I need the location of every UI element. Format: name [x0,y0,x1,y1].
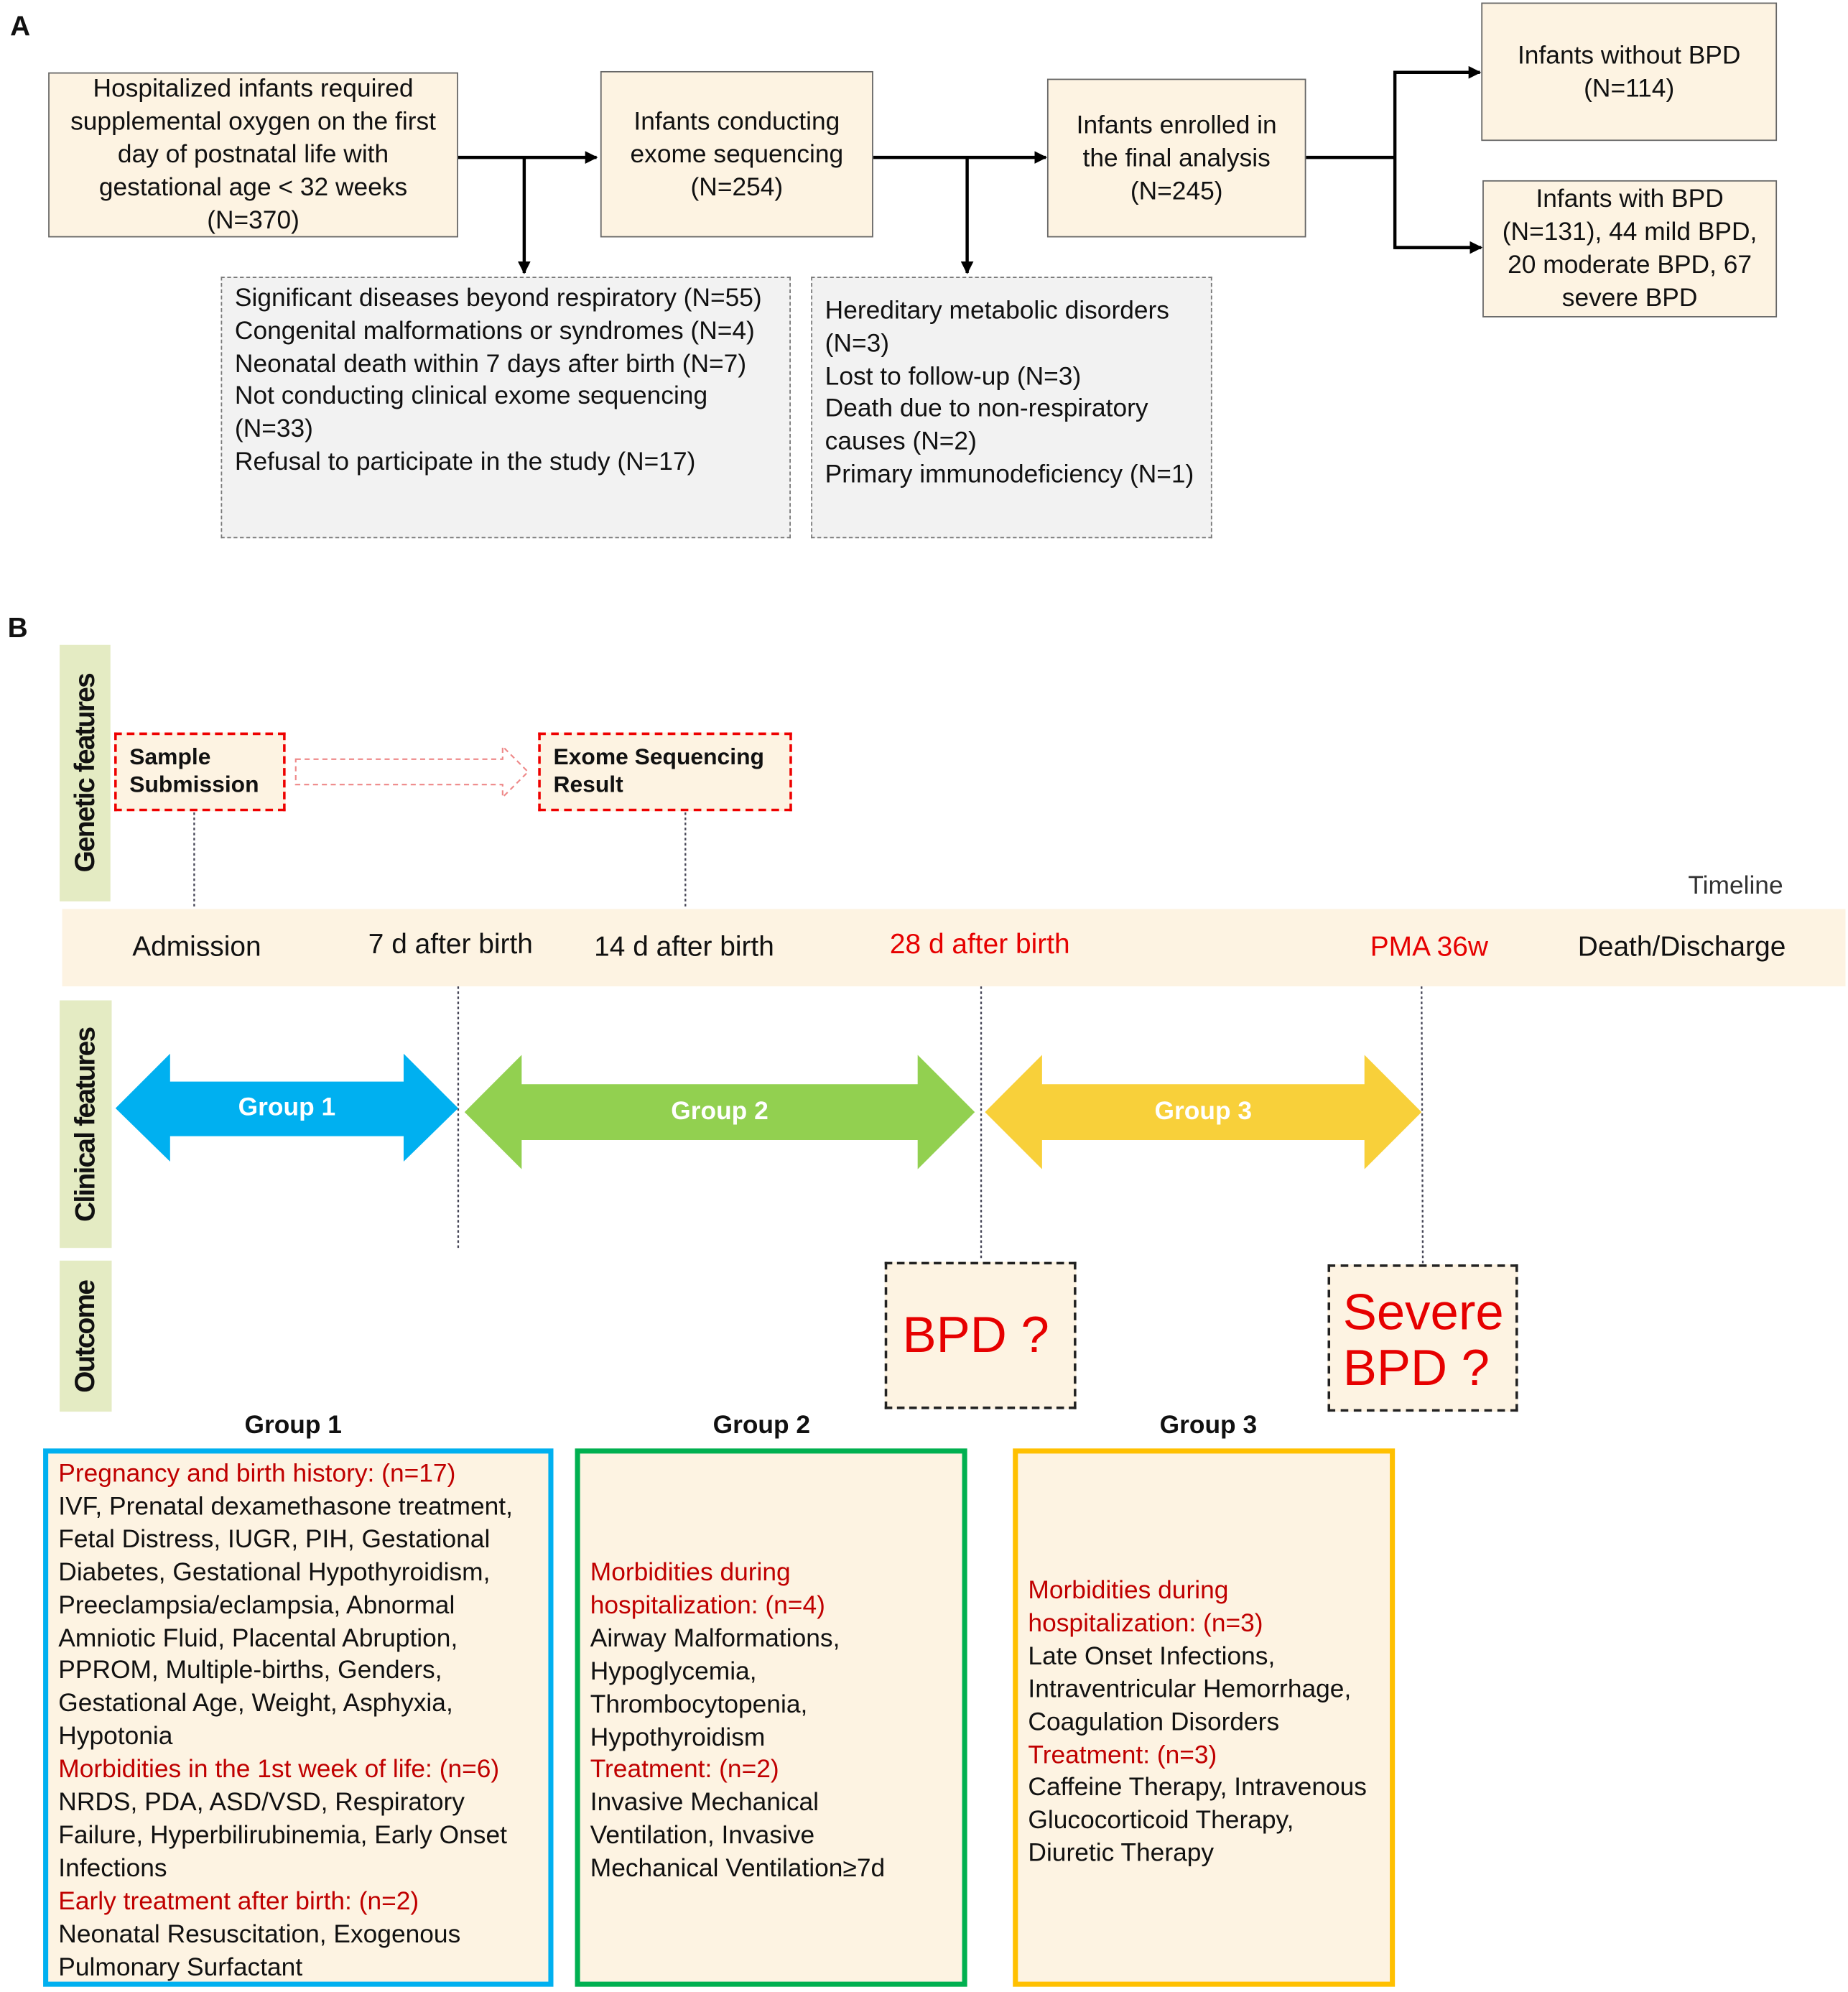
exclusion-item: Primary immunodeficiency (N=1) [825,460,1194,489]
flow-arrows [458,65,1483,274]
exclusion-item: Refusal to participate in the study (N=1… [234,448,696,476]
timeline-band [62,909,1846,987]
section-body: Neonatal Resuscitation, Exogenous Pulmon… [58,1920,461,1981]
group2-box: Morbidities during hospitalization: (n=4… [575,1448,967,1987]
section-heading: Treatment: (n=2) [590,1756,779,1784]
timeline-pma36w: PMA 36w [1370,930,1488,963]
side-label-text: Genetic features [68,674,101,873]
exclusion-box-2: Hereditary metabolic disorders (N=3) Los… [811,277,1212,539]
section-heading: Pregnancy and birth history: (n=17) [58,1460,456,1488]
group1-arrow-label: Group 1 [238,1093,336,1122]
outcome-severe-bpd-box: Severe BPD ? [1327,1264,1518,1412]
timeline-7d: 7 d after birth [368,927,533,960]
timeline-admission: Admission [132,930,261,963]
side-label-clinical: Clinical features [60,1000,112,1249]
section-heading: Early treatment after birth: (n=2) [58,1887,419,1916]
exclusion-box-1: Significant diseases beyond respiratory … [220,277,791,539]
exclusion-item: Significant diseases beyond respiratory … [234,284,762,312]
timeline-title: Timeline [1688,872,1783,900]
section-body: Airway Malformations, Hypoglycemia, Thro… [590,1624,840,1751]
box-hospitalized: Hospitalized infants required supplement… [48,72,458,238]
exclusion-item: Neonatal death within 7 days after birth… [234,350,747,378]
section-heading: Morbidities during hospitalization: (n=4… [590,1559,825,1620]
dotted-guides [193,812,1424,1264]
section-body: NRDS, PDA, ASD/VSD, Respiratory Failure,… [58,1789,507,1883]
sample-submission-box: Sample Submission [114,732,286,812]
group3-arrow-label: Group 3 [1154,1097,1253,1126]
side-label-genetic: Genetic features [60,644,111,902]
exclusion-item: Death due to non-respiratory causes (N=2… [825,395,1148,456]
box-enrolled: Infants enrolled in the final analysis (… [1046,78,1306,238]
side-label-outcome: Outcome [60,1260,112,1412]
group3-title: Group 3 [1159,1412,1258,1440]
group2-arrow-label: Group 2 [671,1097,769,1126]
exclusion-item: Not conducting clinical exome sequencing… [234,382,708,444]
group1-arrow [115,1053,458,1162]
section-heading: Treatment: (n=3) [1028,1741,1217,1769]
exclusion-item: Hereditary metabolic disorders (N=3) [825,297,1170,358]
group3-box: Morbidities during hospitalization: (n=3… [1013,1448,1396,1987]
timeline-14d: 14 d after birth [594,930,774,963]
exome-result-box: Exome Sequencing Result [538,732,792,812]
group2-title: Group 2 [712,1412,811,1440]
side-label-text: Clinical features [69,1027,101,1222]
exclusion-item: Congenital malformations or syndromes (N… [234,317,755,346]
section-body: IVF, Prenatal dexamethasone treatment, F… [58,1493,513,1751]
section-body: Invasive Mechanical Ventilation, Invasiv… [590,1789,886,1884]
panel-b-label: B [7,611,28,644]
section-heading: Morbidities during hospitalization: (n=3… [1028,1576,1263,1638]
panel-a-label: A [10,10,31,42]
exclusion-item: Lost to follow-up (N=3) [825,362,1082,391]
side-label-text: Outcome [69,1279,101,1393]
box-exome-sequencing: Infants conducting exome sequencing (N=2… [600,70,873,238]
timeline-28d: 28 d after birth [889,927,1070,960]
group2-arrow [464,1055,975,1169]
section-heading: Morbidities in the 1st week of life: (n=… [58,1756,500,1784]
group1-box: Pregnancy and birth history: (n=17) IVF,… [43,1448,554,1987]
box-without-bpd: Infants without BPD (N=114) [1481,2,1778,142]
group3-arrow [985,1055,1422,1169]
group1-title: Group 1 [244,1412,342,1440]
section-body: Late Onset Infections, Intraventricular … [1028,1642,1352,1736]
box-with-bpd: Infants with BPD (N=131), 44 mild BPD, 2… [1482,180,1778,318]
timeline-death-discharge: Death/Discharge [1577,930,1786,963]
dashed-arrow [294,744,529,800]
section-body: Caffeine Therapy, Intravenous Glucocorti… [1028,1774,1367,1868]
outcome-bpd-box: BPD ? [884,1261,1077,1409]
